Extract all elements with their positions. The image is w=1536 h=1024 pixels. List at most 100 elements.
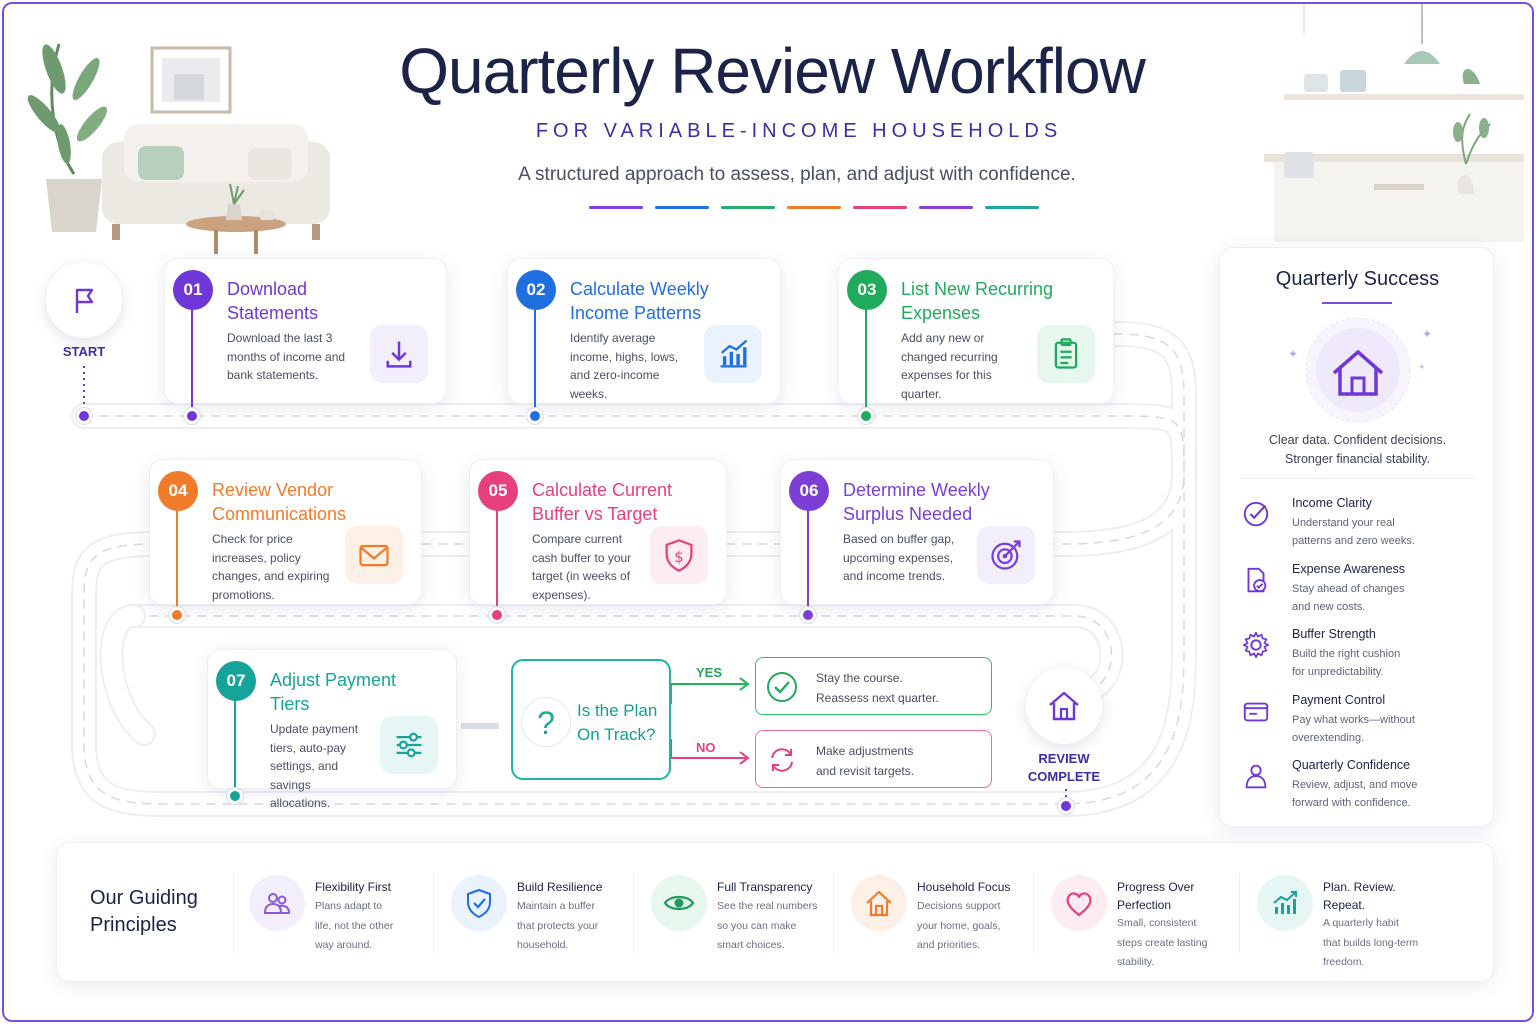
principle-divider: [1239, 873, 1240, 953]
success-item-icon: [1238, 562, 1274, 598]
color-bar: [919, 206, 973, 209]
svg-text:✦: ✦: [1288, 347, 1298, 361]
check-circle-icon: [1243, 501, 1269, 527]
principle-title-line-1: Household Focus: [917, 880, 1011, 894]
no-label: NO: [696, 740, 716, 755]
step-dot: [169, 607, 185, 623]
success-item-desc-line-1: Review, adjust, and move: [1292, 779, 1418, 791]
success-item-icon: [1238, 758, 1274, 794]
step-number: 03: [847, 270, 887, 310]
principle-desc-line: freedom.: [1323, 956, 1365, 968]
review-complete-line-1: REVIEW: [1038, 751, 1090, 766]
principle-desc-line: Plans adapt to: [315, 900, 383, 912]
step-icon-box: [977, 526, 1035, 584]
outcome-no[interactable]: Make adjustments and revisit targets.: [755, 730, 992, 788]
heart-icon: [1066, 892, 1092, 917]
start-dot: [76, 408, 92, 424]
refresh-icon: [771, 748, 793, 772]
people-icon: [263, 893, 291, 914]
principle-desc-line: way around.: [315, 939, 373, 951]
decision-box[interactable]: ? Is the Plan On Track?: [511, 659, 671, 780]
success-house-icon: ✦ ✦ ✦: [1288, 318, 1432, 423]
principle-divider: [433, 873, 434, 953]
page-subtitle: FOR VARIABLE-INCOME HOUSEHOLDS: [535, 120, 1063, 142]
step-icon-box: [345, 526, 403, 584]
check-circle-icon: [767, 672, 797, 702]
start-marker: [46, 262, 122, 338]
outcome-yes[interactable]: Stay the course. Reassess next quarter.: [755, 657, 992, 715]
success-item-desc-line-2: forward with confidence.: [1292, 797, 1411, 809]
kitchen-illustration: [1264, 4, 1524, 242]
principle-title-line-1: Build Resilience: [517, 880, 603, 894]
review-complete-marker: [1026, 668, 1102, 744]
principle-desc-line: that builds long-term: [1323, 936, 1419, 949]
principle-title: Flexibility First: [315, 878, 435, 896]
principles-title-line-2: Principles: [90, 914, 177, 936]
yes-label: YES: [696, 665, 723, 680]
principle-title-line-2: Repeat.: [1323, 898, 1366, 912]
step-title-line-1: Calculate Current: [532, 480, 673, 500]
sliders-icon: [396, 732, 422, 758]
color-bar: [589, 206, 643, 209]
principle-divider: [833, 873, 834, 953]
success-divider: [1240, 478, 1475, 479]
step-number: 06: [789, 471, 829, 511]
success-item-desc-line-2: for unpredictability.: [1292, 666, 1384, 678]
step-description: Download the last 3 months of income and…: [227, 331, 346, 382]
step-connector: [496, 510, 498, 609]
success-item-desc-line-2: patterns and zero weeks.: [1292, 535, 1415, 547]
color-bar: [985, 206, 1039, 209]
step-number: 05: [478, 471, 518, 511]
success-item-title: Income Clarity: [1292, 496, 1372, 510]
success-item-title: Payment Control: [1292, 692, 1386, 707]
principle-desc-line: A quarterly habit: [1323, 917, 1399, 929]
outcome-no-line-1: Make adjustments: [816, 744, 914, 758]
principle-title-line-1: Full Transparency: [717, 880, 813, 894]
principle-icon-circle: [249, 875, 305, 931]
principle-divider: [1033, 873, 1034, 953]
step-dot: [184, 408, 200, 424]
svg-text:✦: ✦: [1418, 363, 1426, 373]
step-connector: [176, 510, 178, 609]
color-bar-strip: [589, 206, 1039, 209]
principles-title: Our Guiding Principles: [90, 885, 230, 939]
outcome-yes-line-1: Stay the course.: [816, 671, 903, 685]
document-check-icon: [1247, 567, 1267, 592]
principle-desc-line: steps create lasting: [1117, 936, 1208, 949]
growth-chart-icon: [1273, 891, 1297, 914]
quarterly-success-panel: Quarterly Success ✦ ✦ ✦ Clear data. Conf…: [1219, 247, 1494, 827]
success-item-title: Expense Awareness: [1292, 561, 1406, 576]
review-complete-label: REVIEW COMPLETE: [1014, 750, 1114, 786]
decision-question-line-1: Is the Plan: [577, 701, 658, 720]
step-icon-box: [380, 716, 438, 774]
principle-title: Full Transparency: [717, 878, 837, 896]
outcome-yes-line-2: Reassess next quarter.: [816, 691, 939, 705]
principle-desc-line: stability.: [1117, 956, 1155, 968]
living-room-illustration: [27, 43, 330, 254]
step-dot: [858, 408, 874, 424]
step-title-line-2: Tiers: [270, 694, 310, 714]
step-number: 02: [516, 270, 556, 310]
start-label: START: [62, 344, 106, 359]
svg-text:$: $: [674, 549, 683, 566]
step-title-line-2: Statements: [227, 303, 319, 323]
step-title-line-1: Calculate Weekly: [570, 279, 709, 299]
principle-title: Plan. Review.Repeat.: [1323, 878, 1443, 914]
principle-desc-line: life, not the other: [315, 919, 394, 932]
step-description: Update payment tiers, auto-pay settings,…: [270, 722, 359, 810]
